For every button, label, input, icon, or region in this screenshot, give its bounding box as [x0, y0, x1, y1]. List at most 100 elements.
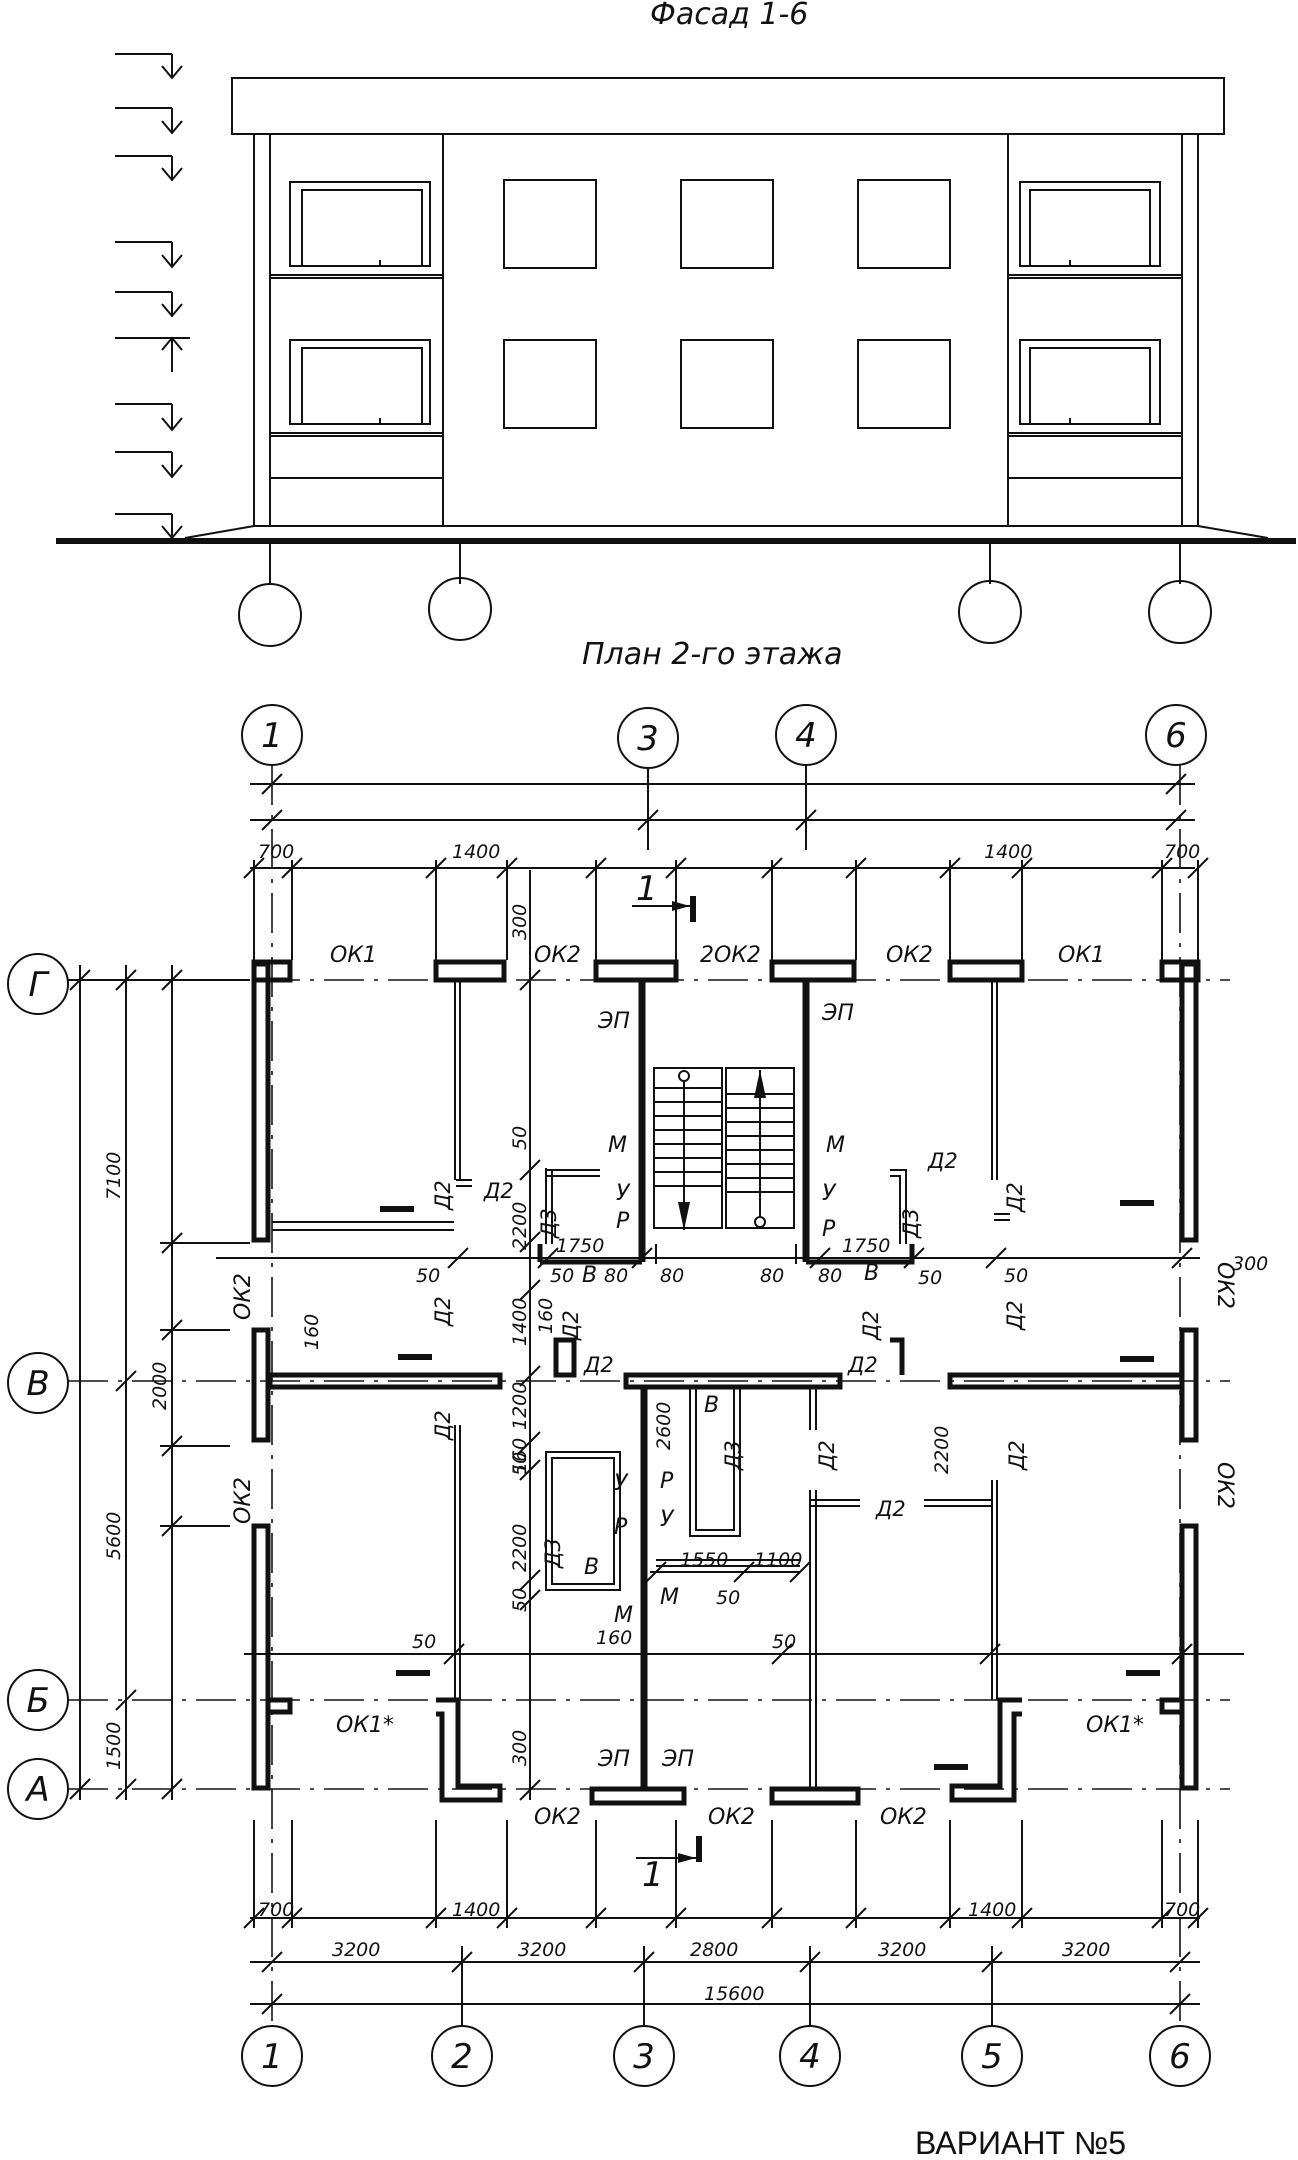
label-d2: Д2 — [559, 1310, 583, 1341]
facade-axis-bubbles — [238, 541, 1212, 647]
axis-label-top-6: 6 — [1165, 716, 1187, 756]
opening-labels: ОК1 ОК2 2ОК2 ОК2 ОК1 ОК1* ОК1* ОК2 ОК2 О… — [231, 943, 1237, 1830]
facade-title: Фасад 1-6 — [650, 0, 808, 32]
label-d2: Д2 — [815, 1440, 839, 1471]
top-axis-markers: 1 3 4 6 — [241, 704, 1207, 769]
axis-label-bottom-1: 1 — [261, 2037, 283, 2077]
dim-300-right: 300 — [1232, 1253, 1268, 1275]
axis-label-row-a: А — [24, 1770, 49, 1810]
dim-80: 80 — [604, 1265, 628, 1287]
dim-50: 50 — [550, 1265, 574, 1287]
label-r: Р — [822, 1217, 836, 1242]
dim-300-top: 300 — [509, 904, 531, 940]
label-d3: Д3 — [721, 1440, 745, 1471]
label-ok2-left-a: ОК2 — [231, 1273, 256, 1320]
dim-span-5-6: 3200 — [1062, 1939, 1110, 1961]
label-ok1star-left: ОК1* — [336, 1713, 394, 1738]
dim-160: 160 — [596, 1627, 632, 1649]
section-mark-top: 1 — [636, 869, 658, 909]
dim-160: 160 — [509, 1438, 531, 1474]
label-ep-bottom-left: ЭП — [597, 1747, 630, 1772]
dim-1750: 1750 — [842, 1235, 890, 1257]
label-ok2-bottom-a: ОК2 — [534, 1805, 581, 1830]
facade-axis-bubble — [1148, 580, 1212, 644]
axis-label-top-1: 1 — [261, 716, 283, 756]
axis-label-row-g: Г — [29, 965, 51, 1005]
bottom-dimensions: 700 1400 1400 700 3200 3200 2800 3200 32… — [243, 1820, 1209, 2015]
loggia-right — [1008, 181, 1182, 479]
interior-dimensions: 300 50 2200 1400 1200 50 2200 50 300 160… — [216, 870, 1268, 1801]
row-axis-markers: Г В Б А — [7, 953, 69, 1820]
dim-span-4-5: 3200 — [878, 1939, 926, 1961]
dim-bottom-700-right: 700 — [1164, 1899, 1200, 1921]
plan-title: План 2-го этажа — [582, 637, 843, 672]
label-ok2-bottom-c: ОК2 — [880, 1805, 927, 1830]
label-m: М — [826, 1133, 845, 1158]
staircase — [653, 1067, 795, 1230]
label-d2: Д2 — [583, 1353, 614, 1377]
exterior-walls — [251, 959, 1201, 1806]
label-v: В — [704, 1393, 719, 1418]
top-dimensions: 700 1400 1400 700 — [243, 773, 1209, 960]
label-u: У — [614, 1471, 629, 1496]
dim-top-1400-left: 1400 — [452, 841, 500, 863]
facade-elevation — [56, 53, 1296, 647]
dim-2600: 2600 — [653, 1402, 675, 1450]
dim-80: 80 — [660, 1265, 684, 1287]
dim-top-700-left: 700 — [258, 841, 294, 863]
dim-80: 80 — [760, 1265, 784, 1287]
section-marks: 1 1 — [632, 869, 702, 1895]
label-m: М — [660, 1585, 679, 1610]
label-d2: Д2 — [1003, 1182, 1027, 1213]
label-u: У — [660, 1507, 675, 1532]
label-ok2-right-b: ОК2 — [1212, 1462, 1237, 1509]
label-ep-top-left: ЭП — [597, 1009, 630, 1034]
axis-label-bottom-3: 3 — [633, 2037, 655, 2077]
axis-lines — [68, 765, 1230, 2026]
axis-label-bottom-2: 2 — [451, 2037, 473, 2077]
loggia-left — [270, 181, 443, 479]
label-d2: Д2 — [431, 1410, 455, 1441]
label-m: М — [608, 1133, 627, 1158]
dim-50: 50 — [509, 1126, 531, 1150]
dim-left-2000: 2000 — [149, 1362, 171, 1410]
dim-bottom-700-left: 700 — [258, 1899, 294, 1921]
dim-80: 80 — [818, 1265, 842, 1287]
label-d2: Д2 — [847, 1353, 878, 1377]
dim-span-3-4: 2800 — [690, 1939, 738, 1961]
facade-windows — [503, 179, 951, 429]
dim-total: 15600 — [704, 1983, 764, 2005]
label-d3: Д3 — [537, 1208, 561, 1239]
label-ok2-right-a: ОК2 — [1212, 1262, 1237, 1309]
label-d2: Д2 — [431, 1180, 455, 1211]
dim-2200: 2200 — [509, 1524, 531, 1572]
dim-50: 50 — [509, 1452, 531, 1476]
dim-1200: 1200 — [509, 1382, 531, 1430]
label-ok2-bottom-b: ОК2 — [708, 1805, 755, 1830]
dim-span-1-2: 3200 — [332, 1939, 380, 1961]
label-d2: Д2 — [1003, 1300, 1027, 1331]
dim-1400: 1400 — [509, 1298, 531, 1346]
label-d2: Д2 — [927, 1149, 958, 1173]
dim-1550: 1550 — [680, 1549, 728, 1571]
label-ok2-top-b: ОК2 — [886, 943, 933, 968]
label-u: У — [822, 1181, 837, 1206]
dim-top-1400-right: 1400 — [984, 841, 1032, 863]
dim-50: 50 — [1004, 1265, 1028, 1287]
axis-label-top-4: 4 — [795, 716, 817, 756]
label-r: Р — [660, 1469, 674, 1494]
dim-50: 50 — [509, 1588, 531, 1612]
dim-300-bottom: 300 — [509, 1730, 531, 1766]
label-ok1star-right: ОК1* — [1086, 1713, 1144, 1738]
label-d2: Д2 — [483, 1179, 514, 1203]
dim-top-700-right: 700 — [1164, 841, 1200, 863]
axis-label-bottom-5: 5 — [981, 2037, 1003, 2077]
dim-50: 50 — [416, 1265, 440, 1287]
bottom-axis-markers: 1 2 3 4 5 6 — [241, 2025, 1211, 2087]
label-ok2-top-a: ОК2 — [534, 943, 581, 968]
dim-1750: 1750 — [556, 1235, 604, 1257]
dim-span-2-3: 3200 — [518, 1939, 566, 1961]
label-ok1-left: ОК1 — [330, 943, 377, 968]
dim-2200: 2200 — [931, 1426, 953, 1474]
